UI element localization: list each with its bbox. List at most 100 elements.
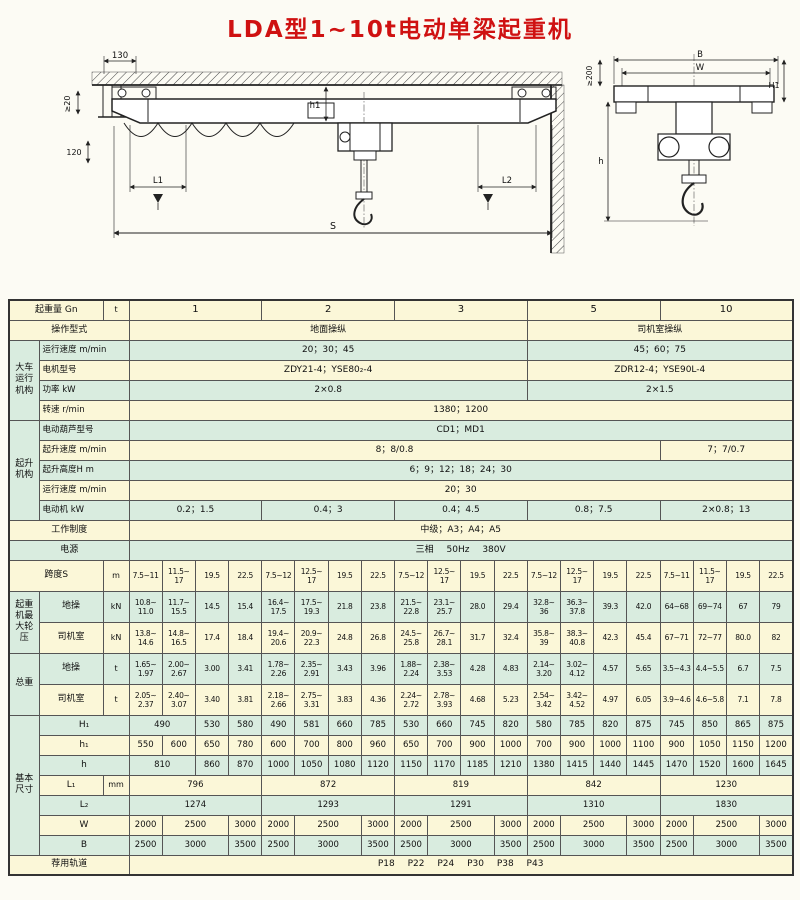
table-cell: 2500 [659, 834, 694, 856]
table-cell: 490 [128, 714, 196, 736]
table-cell: 2500 [526, 834, 561, 856]
table-cell: 1293 [261, 794, 396, 816]
table-cell: B [38, 834, 130, 856]
table-cell: ZDY21-4；YSE80₂-4 [128, 359, 528, 381]
table-cell: 900 [659, 734, 694, 756]
table-cell: 72~77 [692, 621, 727, 654]
table-cell: 1415 [559, 754, 595, 776]
table-cell: 67 [725, 590, 761, 623]
table-cell: 3.00 [194, 652, 230, 685]
table-cell: 2500 [394, 834, 429, 856]
table-cell: 运行速度 m/min [38, 479, 130, 501]
table-cell: 0.2；1.5 [128, 499, 263, 521]
table-cell: 600 [261, 734, 296, 756]
table-cell: 6.05 [626, 683, 661, 716]
table-cell: 36.3~37.8 [559, 590, 595, 623]
table-cell: 22.5 [493, 559, 528, 592]
table-cell: 3 [394, 299, 528, 321]
table-cell: 19.4~20.6 [261, 621, 296, 654]
dim-b-label: B [697, 50, 703, 60]
table-cell: 7.5~12 [394, 559, 429, 592]
table-cell: 19.5 [725, 559, 761, 592]
dim-ge20-label: ≥20 [63, 96, 72, 113]
table-cell: 960 [360, 734, 396, 756]
table-cell: H₁ [38, 714, 130, 736]
dim-120-label: 120 [66, 148, 81, 157]
table-cell: 18.4 [228, 621, 263, 654]
table-cell: 1230 [659, 774, 794, 796]
table-cell: 2.35~2.91 [294, 652, 329, 685]
table-cell: 2.18~2.66 [261, 683, 296, 716]
table-cell: 3.43 [327, 652, 362, 685]
table-cell: 3500 [360, 834, 396, 856]
table-cell: 38.3~40.8 [559, 621, 595, 654]
table-cell: 10.8~11.0 [128, 590, 163, 623]
table-cell: mm [102, 774, 130, 796]
table-cell: 7.5~11 [659, 559, 694, 592]
table-cell: 785 [360, 714, 396, 736]
table-cell: 819 [394, 774, 528, 796]
table-cell: kN [102, 621, 130, 654]
table-cell: 1200 [759, 734, 794, 756]
table-cell: 900 [559, 734, 595, 756]
table-cell: kN [102, 590, 130, 623]
table-cell: 司机室 [38, 621, 104, 654]
table-cell: 3.02~4.12 [559, 652, 595, 685]
table-cell: 1310 [526, 794, 661, 816]
front-view: 130 ≥20 120 [63, 51, 565, 254]
table-cell: 14.5 [194, 590, 230, 623]
table-cell: 39.3 [593, 590, 628, 623]
table-cell: 780 [228, 734, 263, 756]
dim-h-label: h [598, 157, 603, 167]
table-cell: 4.6~5.8 [692, 683, 727, 716]
dim-l2-label: L2 [502, 176, 512, 186]
table-cell: 17.4 [194, 621, 230, 654]
table-cell: 900 [460, 734, 495, 756]
table-cell: 530 [394, 714, 429, 736]
table-cell: 11.7~15.5 [161, 590, 196, 623]
table-cell: 7.5~12 [526, 559, 561, 592]
table-cell: 7.5~11 [128, 559, 163, 592]
table-cell: 4.57 [593, 652, 628, 685]
table-cell: 21.8 [327, 590, 362, 623]
table-cell: 1000 [261, 754, 296, 776]
table-cell: 20；30 [128, 479, 794, 501]
table-cell: 3000 [427, 834, 495, 856]
table-cell: 1185 [460, 754, 495, 776]
table-cell: 工作制度 [8, 519, 130, 541]
table-cell: 2500 [294, 814, 362, 836]
table-cell: t [102, 683, 130, 716]
electric-hoist [337, 122, 393, 226]
group-label-cell: 总重 [8, 652, 40, 716]
table-cell: 32.8~36 [526, 590, 561, 623]
table-cell: 530 [194, 714, 230, 736]
dim-h1-left-label: h1 [310, 101, 321, 111]
table-cell: 2 [261, 299, 396, 321]
table-cell: 1050 [692, 734, 727, 756]
table-cell: 2500 [559, 814, 628, 836]
table-cell: 1520 [692, 754, 727, 776]
table-cell: 2.40~3.07 [161, 683, 196, 716]
table-cell: 5.65 [626, 652, 661, 685]
table-cell: 2×1.5 [526, 379, 794, 401]
table-cell: 0.4；4.5 [394, 499, 528, 521]
table-cell: 22.5 [626, 559, 661, 592]
table-cell: 2500 [427, 814, 495, 836]
table-cell: 12.5~17 [559, 559, 595, 592]
table-cell: 1291 [394, 794, 528, 816]
crane-drawing-svg: 130 ≥20 120 [63, 50, 787, 254]
table-cell: 7.5 [759, 652, 794, 685]
table-cell: 3.5~4.3 [659, 652, 694, 685]
dim-130-label: 130 [112, 51, 128, 61]
table-cell: 3000 [161, 834, 230, 856]
table-cell: P18 P22 P24 P30 P38 P43 [128, 854, 794, 876]
table-cell: 19.5 [460, 559, 495, 592]
